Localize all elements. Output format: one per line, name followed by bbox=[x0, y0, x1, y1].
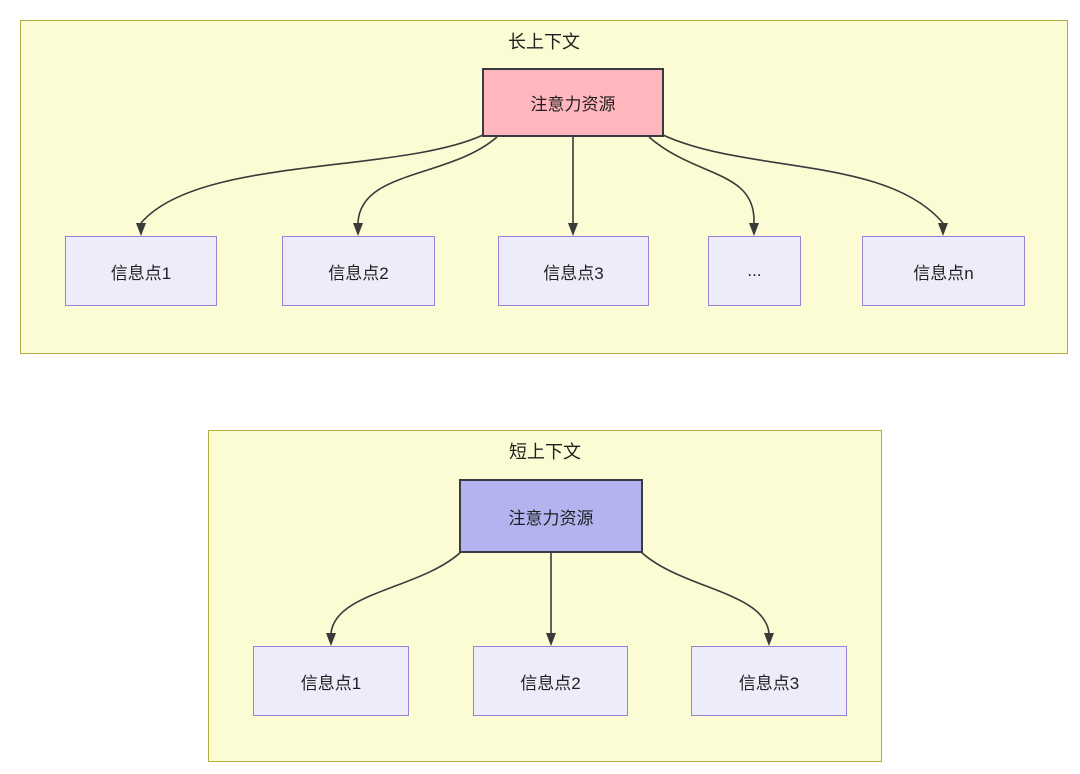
info-node-short-2: 信息点2 bbox=[473, 646, 628, 716]
info-node-short-3: 信息点3 bbox=[691, 646, 847, 716]
attention-resource-node-long: 注意力资源 bbox=[482, 68, 664, 137]
edge-long-to-infon bbox=[662, 134, 948, 236]
info-node-long-n: 信息点n bbox=[862, 236, 1025, 306]
short-context-title: 短上下文 bbox=[509, 442, 581, 462]
edge-long-to-info1 bbox=[136, 134, 484, 236]
edge-long-to-info3 bbox=[568, 137, 578, 236]
edge-long-to-ellipsis bbox=[648, 136, 759, 236]
edge-short-to-info3 bbox=[639, 550, 774, 646]
info-node-long-1: 信息点1 bbox=[65, 236, 217, 306]
info-node-long-2: 信息点2 bbox=[282, 236, 435, 306]
edge-short-to-info2 bbox=[546, 553, 556, 646]
info-node-long-ellipsis: ... bbox=[708, 236, 801, 306]
edge-short-to-info1 bbox=[326, 550, 463, 646]
info-node-long-3: 信息点3 bbox=[498, 236, 649, 306]
long-context-title: 长上下文 bbox=[508, 32, 580, 52]
attention-resource-node-short: 注意力资源 bbox=[459, 479, 643, 553]
info-node-short-1: 信息点1 bbox=[253, 646, 409, 716]
edge-long-to-info2 bbox=[353, 136, 498, 236]
